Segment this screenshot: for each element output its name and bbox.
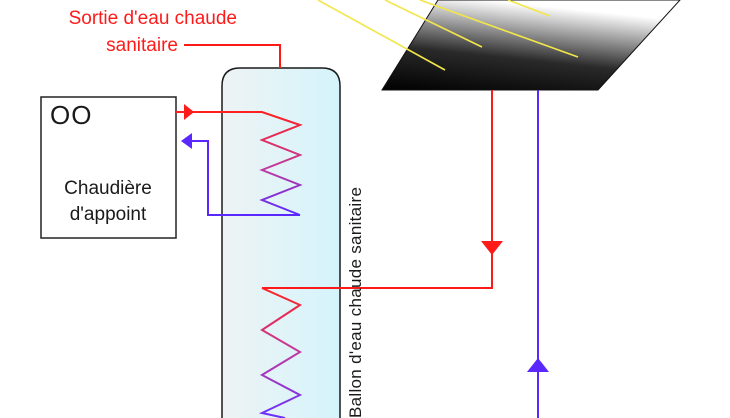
backup-boiler (40, 96, 177, 239)
solar-return-arrow (527, 358, 549, 372)
solar-supply-pipe (262, 90, 493, 289)
sun-rays (317, 0, 579, 71)
solar-coil (258, 287, 303, 418)
hot-water-outlet-label-line1: Sortie d'eau chaude (69, 8, 237, 29)
boiler-coil (176, 111, 303, 216)
boiler-cold-arrow (181, 133, 192, 149)
boiler-label-line1: Chaudière (64, 178, 152, 199)
boiler-return-pipe (184, 140, 300, 216)
boiler-label-line2: d'appoint (70, 204, 147, 225)
tank-vertical-label: Ballon d'eau chaude sanitaire (346, 187, 365, 418)
hot-water-tank (221, 67, 341, 418)
solar-panel (381, 0, 681, 91)
solar-supply-arrow (481, 241, 503, 255)
hot-water-outlet-pipe (184, 44, 281, 68)
hot-water-outlet-label-line2: sanitaire (106, 35, 178, 56)
boiler-dials: OO (50, 100, 92, 130)
boiler-hot-arrow (184, 104, 194, 120)
